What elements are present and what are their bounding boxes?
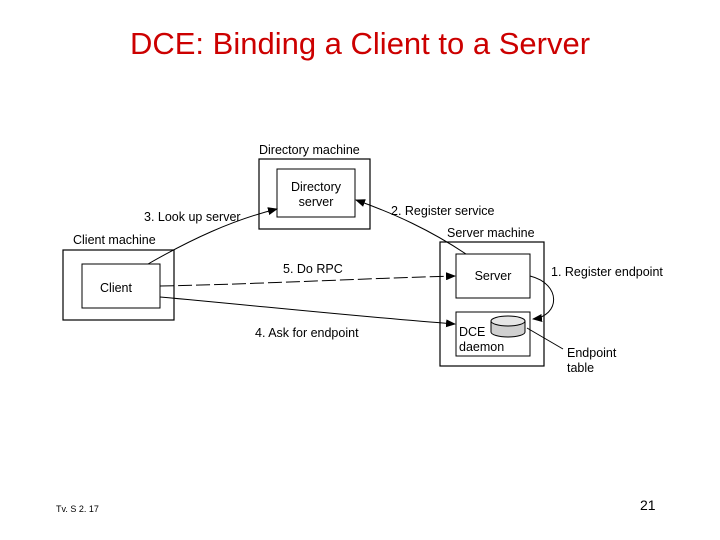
step-ask-for-endpoint: 4. Ask for endpoint <box>255 326 359 340</box>
server-machine-label: Server machine <box>447 226 535 240</box>
slide-title: DCE: Binding a Client to a Server <box>129 26 591 61</box>
arrow-look-up-server <box>147 207 278 265</box>
client-machine-label: Client machine <box>73 233 156 247</box>
directory-machine-label: Directory machine <box>259 143 360 157</box>
endpoint-table-pointer <box>526 327 564 350</box>
dce-daemon-label-line2: daemon <box>459 340 504 354</box>
endpoint-table-label-line1: Endpoint <box>567 346 617 360</box>
arrow-register-service <box>355 199 467 255</box>
step-register-endpoint: 1. Register endpoint <box>551 265 663 279</box>
footer-reference: Tv. S 2. 17 <box>56 504 99 514</box>
endpoint-table-label-line2: table <box>567 361 594 375</box>
arrow-ask-for-endpoint <box>159 296 456 328</box>
directory-server-label-line2: server <box>299 195 334 209</box>
dce-daemon-label-line1: DCE <box>459 325 485 339</box>
step-do-rpc: 5. Do RPC <box>283 262 343 276</box>
server-box <box>455 253 531 299</box>
step-look-up-server: 3. Look up server <box>144 210 241 224</box>
page-number: 21 <box>640 497 656 513</box>
arrow-register-endpoint <box>529 275 555 322</box>
arrow-do-rpc <box>159 272 456 287</box>
server-label: Server <box>475 269 512 283</box>
endpoint-table-cylinder <box>490 315 526 338</box>
client-label: Client <box>100 281 132 295</box>
client-box <box>81 263 161 309</box>
directory-server-label-line1: Directory <box>291 180 342 194</box>
step-register-service: 2. Register service <box>391 204 495 218</box>
directory-server-box <box>276 168 356 218</box>
